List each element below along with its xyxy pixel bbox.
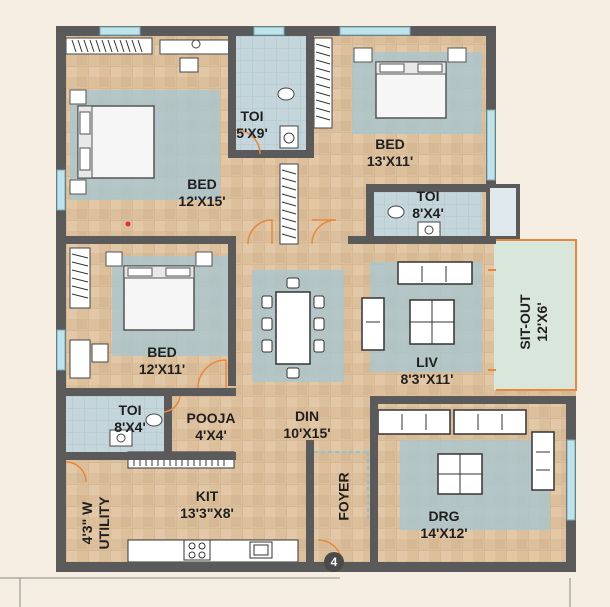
room-kit: KIT 13'3"X8' (164, 488, 250, 522)
room-din: DIN 10'X15' (272, 408, 342, 442)
room-sitout-name: SIT-OUT (517, 294, 533, 350)
room-bed-master-size: 12'X15' (178, 193, 226, 209)
bed-2-furniture (353, 47, 467, 119)
unit-number-badge: 4 (324, 552, 344, 572)
room-bed-3: BED 12'X11' (124, 344, 200, 378)
room-toi-3-name: TOI (118, 402, 142, 418)
room-toi-2-name: TOI (416, 188, 440, 204)
wardrobe-master (65, 37, 153, 55)
room-toi-3-size: 8'X4' (114, 419, 146, 435)
room-bed-2: BED 13'X11' (352, 136, 428, 170)
room-liv: LIV 8'3"X11' (384, 354, 470, 388)
room-toi-1-size: 5'X9' (236, 125, 268, 141)
toilet-fixtures-3 (109, 413, 163, 447)
drawing-furniture (377, 409, 555, 495)
room-utility-name: UTILITY (96, 496, 112, 550)
room-drg-size: 14'X12' (420, 525, 468, 541)
bed-3-furniture (105, 251, 213, 331)
room-sitout-size: 12'X6' (534, 302, 550, 342)
room-foyer-name: FOYER (335, 472, 352, 521)
room-toi-2: TOI 8'X4' (402, 188, 454, 222)
room-bed-master: BED 12'X15' (166, 176, 238, 210)
sitout-outline (488, 239, 577, 391)
unit-number: 4 (330, 555, 338, 569)
room-bed-3-size: 12'X11' (138, 361, 186, 377)
room-pooja-size: 4'X4' (195, 427, 227, 443)
room-toi-1: TOI 5'X9' (226, 108, 278, 142)
marker-dot (125, 221, 131, 227)
toilet-fixtures-2 (387, 205, 441, 239)
room-din-size: 10'X15' (283, 425, 331, 441)
foyer-outline (314, 451, 369, 520)
room-utility-size: 4'3" W (79, 501, 95, 545)
room-liv-name: LIV (416, 354, 438, 370)
room-din-name: DIN (294, 408, 320, 424)
room-pooja-name: POOJA (186, 410, 236, 426)
wardrobe-passage (279, 163, 299, 245)
wardrobe-bed3 (69, 247, 91, 309)
room-toi-2-size: 8'X4' (412, 205, 444, 221)
room-toi-3: TOI 8'X4' (104, 402, 156, 436)
site-lines (0, 577, 571, 607)
room-foyer: FOYER (336, 469, 353, 525)
room-bed-3-name: BED (147, 344, 177, 360)
room-kit-size: 13'3"X8' (180, 505, 234, 521)
windows (56, 26, 576, 521)
room-pooja: POOJA 4'X4' (180, 410, 242, 444)
floor-sitout (494, 240, 576, 390)
room-liv-size: 8'3"X11' (400, 371, 454, 387)
dining-table (261, 277, 325, 379)
room-utility: 4'3" W UTILITY (79, 485, 113, 561)
room-bed-master-name: BED (187, 176, 217, 192)
room-kit-name: KIT (195, 488, 219, 504)
room-bed-2-size: 13'X11' (366, 153, 414, 169)
wardrobe-bed2 (313, 37, 333, 129)
bed-master-furniture (69, 89, 155, 195)
room-bed-2-name: BED (375, 136, 405, 152)
room-toi-1-name: TOI (240, 108, 264, 124)
toilet-fixtures-1 (277, 87, 299, 149)
study-desk (159, 39, 231, 73)
room-sitout: SIT-OUT 12'X6' (517, 282, 551, 362)
study-desk-bed3 (69, 339, 109, 379)
room-drg: DRG 14'X12' (404, 508, 484, 542)
living-furniture (361, 261, 473, 351)
room-drg-name: DRG (428, 508, 460, 524)
